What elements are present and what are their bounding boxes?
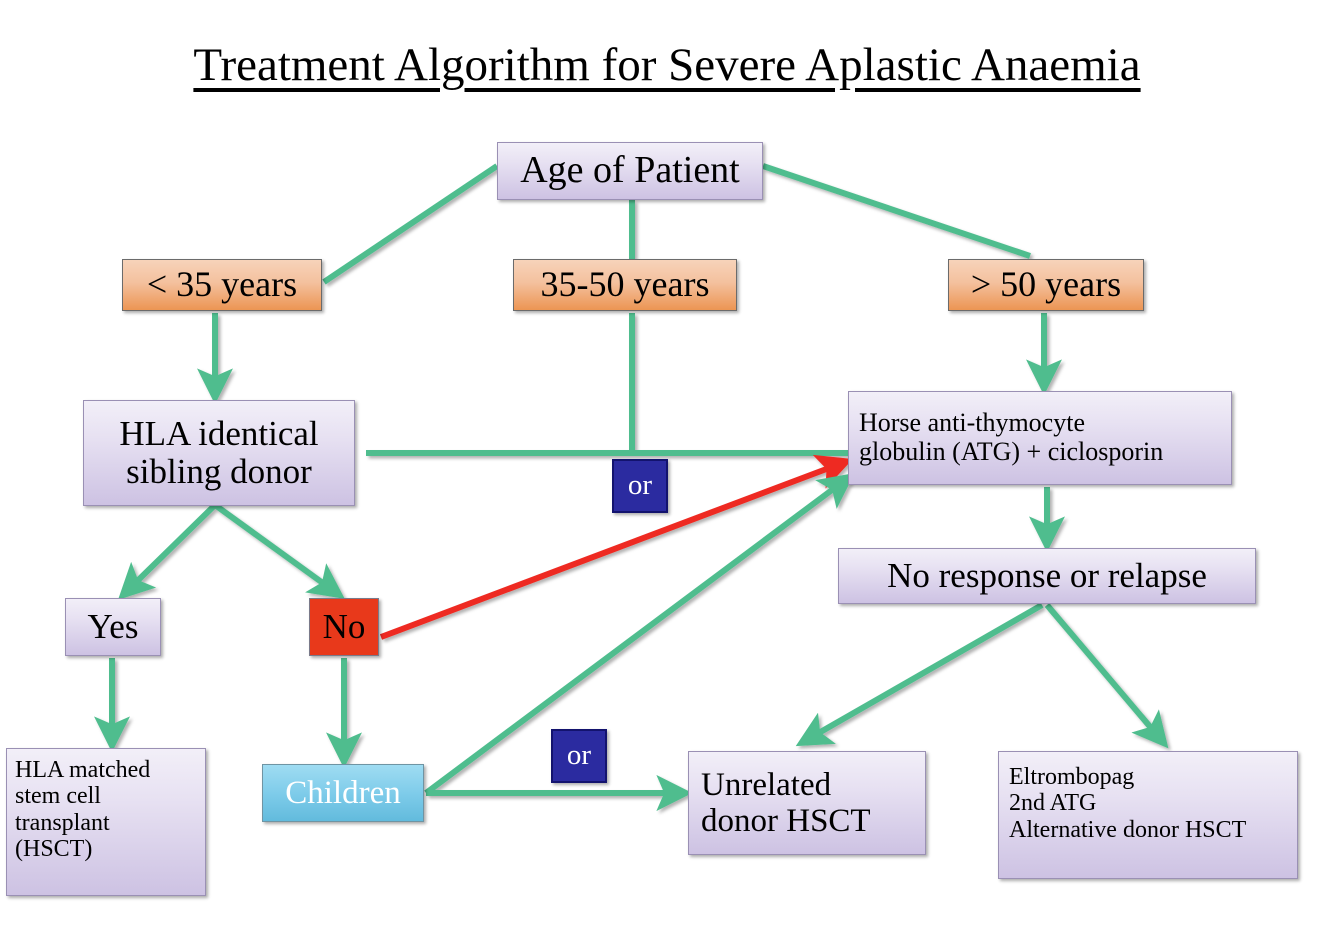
- node-under-35-years-label: < 35 years: [146, 264, 298, 305]
- node-no-response-or-relapse[interactable]: No response or relapse: [838, 548, 1256, 604]
- edge-hla-sibling-to-yes: [117, 502, 218, 600]
- node-no-response-or-relapse-label: No response or relapse: [887, 555, 1207, 595]
- edge-hla-sibling-to-no: [213, 502, 345, 599]
- node-eltrombopag-options[interactable]: Eltrombopag 2nd ATG Alternative donor HS…: [998, 751, 1298, 879]
- node-children-label: Children: [285, 774, 401, 811]
- node-eltrombopag-options-label: Eltrombopag 2nd ATG Alternative donor HS…: [1009, 764, 1247, 843]
- node-hla-identical-sibling-donor-label: HLA identical sibling donor: [119, 413, 319, 491]
- node-no-label: No: [322, 606, 366, 646]
- edge-children-to-children-atg: [424, 472, 855, 796]
- node-children[interactable]: Children: [262, 764, 424, 822]
- node-under-35-years[interactable]: < 35 years: [122, 259, 322, 311]
- node-age-of-patient-label: Age of Patient: [520, 149, 740, 192]
- edge-no-response-to-eltrombopag: [1044, 603, 1169, 749]
- node-35-50-years[interactable]: 35-50 years: [513, 259, 737, 311]
- node-horse-atg-ciclosporin-label: Horse anti-thymocyte globulin (ATG) + ci…: [859, 408, 1164, 466]
- node-age-of-patient[interactable]: Age of Patient: [497, 142, 763, 200]
- node-horse-atg-ciclosporin[interactable]: Horse anti-thymocyte globulin (ATG) + ci…: [848, 391, 1232, 485]
- edge-no-response-to-unrelated: [795, 602, 1044, 747]
- page-title: Treatment Algorithm for Severe Aplastic …: [193, 39, 1141, 91]
- node-unrelated-donor-hsct[interactable]: Unrelated donor HSCT: [688, 751, 926, 855]
- node-or-lower-label: or: [566, 739, 592, 772]
- node-over-50-years-label: > 50 years: [970, 264, 1122, 305]
- node-yes-label: Yes: [87, 606, 139, 646]
- node-or-lower: or: [551, 729, 607, 783]
- edge-age-to-over50: [762, 163, 1031, 259]
- node-over-50-years[interactable]: > 50 years: [948, 259, 1144, 311]
- node-hla-matched-stem-cell-transplant[interactable]: HLA matched stem cell transplant (HSCT): [6, 748, 206, 896]
- node-unrelated-donor-hsct-label: Unrelated donor HSCT: [701, 766, 871, 839]
- edge-age-to-under35: [322, 163, 499, 285]
- node-no[interactable]: No: [309, 598, 379, 656]
- node-hla-matched-stem-cell-transplant-label: HLA matched stem cell transplant (HSCT): [15, 757, 151, 863]
- node-or-upper: or: [612, 459, 668, 513]
- node-or-upper-label: or: [627, 469, 653, 502]
- node-hla-identical-sibling-donor[interactable]: HLA identical sibling donor: [83, 400, 355, 506]
- node-35-50-years-label: 35-50 years: [540, 264, 710, 305]
- node-yes[interactable]: Yes: [65, 598, 161, 656]
